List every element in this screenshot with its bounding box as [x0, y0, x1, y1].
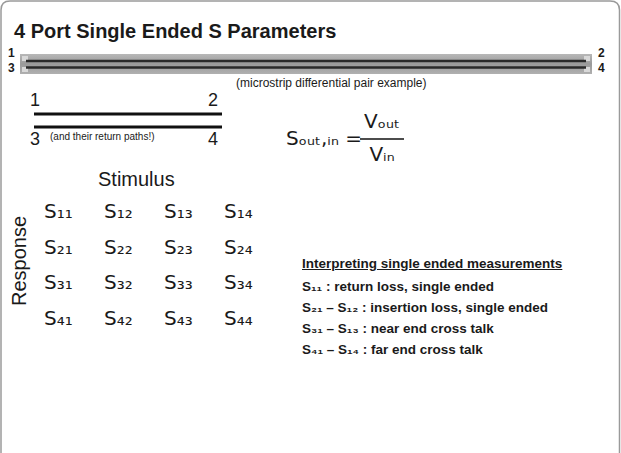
note-line: S₄₁ – S₁₄ : far end cross talk	[302, 343, 483, 358]
note-line: S₂₁ – S₁₂ : insertion loss, single ended	[302, 301, 548, 316]
note-line: S₃₁ – S₁₃ : near end cross talk	[302, 322, 494, 337]
matrix-cell: S₁₄	[224, 200, 253, 222]
caption-note: (microstrip differential pair example)	[236, 77, 427, 90]
matrix-cell: S₂₃	[164, 236, 193, 258]
matrix-cell: S₃₂	[104, 271, 133, 293]
port-number: 2	[208, 91, 218, 111]
port-number: 3	[8, 62, 15, 75]
trace-line	[34, 113, 222, 116]
axis-label: Stimulus	[98, 168, 175, 190]
diagram-title: 4 Port Single Ended S Parameters	[14, 20, 336, 42]
section-heading: Interpreting single ended measurements	[302, 257, 562, 272]
matrix-cell: S₂₂	[104, 236, 133, 258]
matrix-cell: S₃₃	[164, 271, 193, 293]
port-number: 1	[8, 47, 15, 60]
matrix-cell: S₁₁	[44, 200, 73, 222]
matrix-cell: S₁₂	[104, 200, 133, 222]
port-number: 1	[30, 91, 40, 111]
matrix-cell: S₃₄	[224, 271, 253, 293]
formula-text: Vₒᵤₜ	[358, 110, 406, 132]
port-number: 4	[208, 130, 218, 150]
matrix-cell: S₄₁	[44, 307, 73, 329]
matrix-cell: S₄₂	[104, 307, 133, 329]
matrix-cell: S₄₄	[224, 307, 253, 329]
matrix-cell: S₄₃	[164, 307, 193, 329]
port-number: 3	[30, 130, 40, 150]
microstrip-photo	[20, 54, 592, 74]
fraction-bar	[360, 138, 404, 140]
formula-text: Sₒᵤₜ,ᵢₙ =	[286, 127, 362, 149]
matrix-cell: S₂₁	[44, 236, 73, 258]
matrix-cell: S₂₄	[224, 236, 253, 258]
axis-label: Response	[8, 216, 30, 306]
note-line: S₁₁ : return loss, single ended	[302, 280, 494, 295]
note-text: (and their return paths!)	[50, 131, 155, 142]
formula-text: Vᵢₙ	[358, 143, 406, 165]
matrix-cell: S₃₁	[44, 271, 73, 293]
matrix-cell: S₁₃	[164, 200, 193, 222]
port-number: 4	[598, 62, 605, 75]
trace-line	[34, 126, 222, 129]
port-number: 2	[598, 47, 605, 60]
